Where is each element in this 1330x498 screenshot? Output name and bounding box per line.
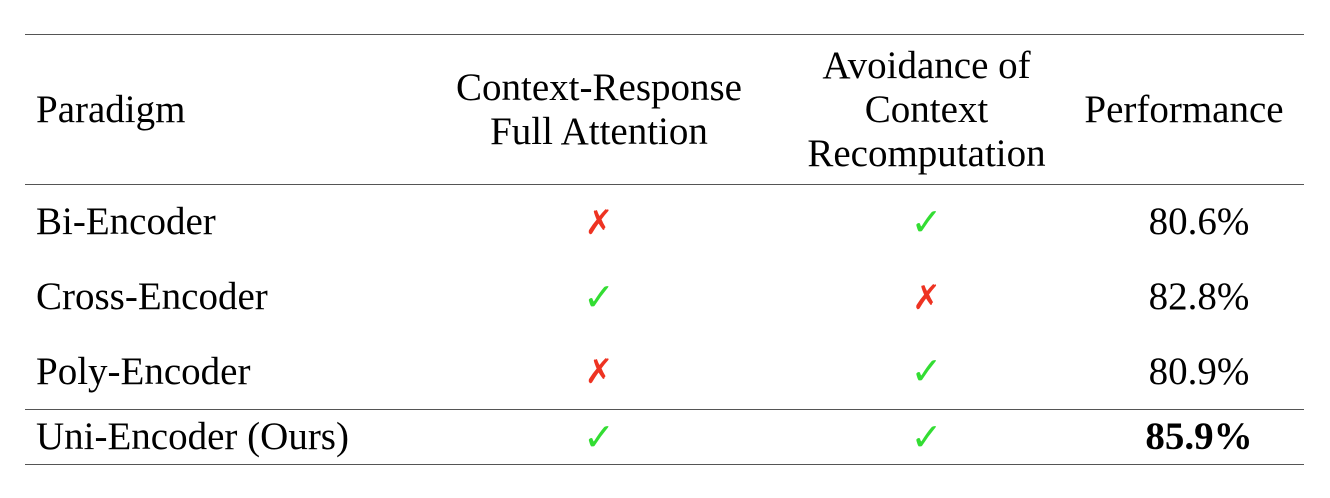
header-avoid-recompute-line-1: Avoidance of [822,43,1031,87]
check-icon: ✓ [910,349,943,394]
header-full-attention: Context-Response Full Attention [409,35,789,185]
full-attention-cell: ✗ [409,335,789,410]
header-row: Paradigm Context-Response Full Attention… [25,34,1304,185]
paradigm-cell: Uni-Encoder (Ours) [36,415,349,458]
header-avoid-recompute-line-2: Context [864,87,989,131]
full-attention-cell: ✗ [409,185,789,260]
avoid-recompute-cell: ✗ [789,260,1064,335]
avoid-recompute-cell: ✓ [789,335,1064,410]
comparison-table: Paradigm Context-Response Full Attention… [25,34,1304,465]
avoid-recompute-cell: ✓ [789,410,1064,465]
performance-cell: 80.6% [1148,200,1250,244]
full-attention-cell: ✓ [409,410,789,465]
cross-icon: ✗ [584,352,614,393]
cross-icon: ✗ [584,202,614,243]
comparison-table-container: Paradigm Context-Response Full Attention… [25,34,1304,465]
header-full-attention-line-2: Full Attention [490,109,708,153]
paradigm-cell: Bi-Encoder [36,200,216,244]
paradigm-cell: Poly-Encoder [36,349,251,393]
table-row-ours: Uni-Encoder (Ours) ✓ ✓ 85.9% [25,409,1304,465]
header-performance: Performance [1064,35,1304,185]
performance-cell-best: 85.9% [1145,415,1253,458]
avoid-recompute-cell: ✓ [789,185,1064,260]
table-header: Paradigm Context-Response Full Attention… [25,34,1304,185]
performance-cell: 80.9% [1148,349,1250,393]
check-icon: ✓ [583,274,615,319]
check-icon: ✓ [910,414,943,459]
table-body: Bi-Encoder ✗ ✓ 80.6% Cross-Encoder ✓ ✗ 8… [25,185,1304,465]
check-icon: ✓ [583,414,615,459]
paradigm-cell: Cross-Encoder [36,275,268,318]
check-icon: ✓ [910,199,943,244]
table-row: Cross-Encoder ✓ ✗ 82.8% [25,260,1304,335]
header-full-attention-line-1: Context-Response [456,65,742,109]
table-row: Poly-Encoder ✗ ✓ 80.9% [25,335,1304,410]
header-paradigm: Paradigm [25,35,409,185]
performance-cell: 82.8% [1148,275,1250,318]
header-avoid-recompute-line-3: Recomputation [807,131,1046,175]
header-performance-line: Performance [1084,87,1284,131]
header-paradigm-line: Paradigm [36,87,186,131]
header-avoid-recompute: Avoidance of Context Recomputation [789,35,1064,185]
full-attention-cell: ✓ [409,260,789,335]
cross-icon: ✗ [912,277,941,318]
table-row: Bi-Encoder ✗ ✓ 80.6% [25,185,1304,260]
